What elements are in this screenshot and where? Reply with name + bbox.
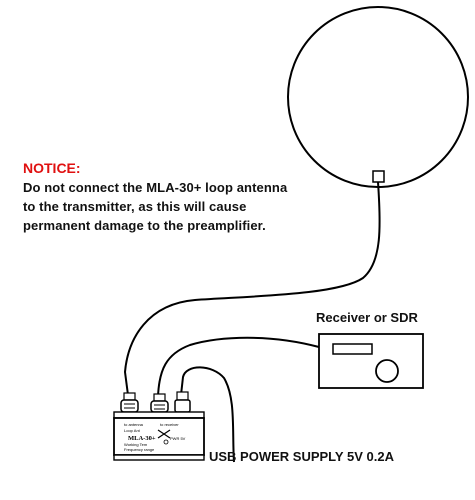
preamplifier-box: to antenna to receiver Loop Ant MLA-30+ … <box>113 411 205 461</box>
receiver-box <box>318 333 424 389</box>
receiver-label: Receiver or SDR <box>316 310 418 325</box>
antenna-cable <box>123 181 381 396</box>
notice-line: permanent damage to the preamplifier. <box>23 218 266 233</box>
preamp-model-label: MLA-30+ <box>128 435 156 442</box>
notice-line: Do not connect the MLA-30+ loop antenna <box>23 180 288 195</box>
preamp-fine-print: to antenna <box>124 422 144 427</box>
receiver-connector <box>150 393 169 413</box>
antenna-connector <box>120 392 139 413</box>
receiver-display <box>332 343 373 355</box>
preamp-logo-dot <box>163 439 169 445</box>
loop-antenna <box>287 6 469 188</box>
preamp-fine-print: to receiver <box>160 422 179 427</box>
usb-connector <box>174 391 191 413</box>
preamp-fine-print: PWR 5V <box>170 436 186 441</box>
preamp-fine-print: Loop Ant <box>124 428 141 433</box>
notice-line: to the transmitter, as this will cause <box>23 199 247 214</box>
receiver-cable <box>157 336 320 398</box>
usb-power-cable <box>180 366 235 463</box>
preamp-fine-print: Working Tem <box>124 442 148 447</box>
antenna-feed-point <box>372 170 385 183</box>
receiver-tuning-knob <box>375 359 399 383</box>
preamp-fine-print: Frequency range <box>124 447 155 452</box>
notice-title: NOTICE: <box>23 160 81 176</box>
preamp-logo <box>157 429 171 439</box>
power-supply-label: USB POWER SUPPLY 5V 0.2A <box>209 449 394 464</box>
